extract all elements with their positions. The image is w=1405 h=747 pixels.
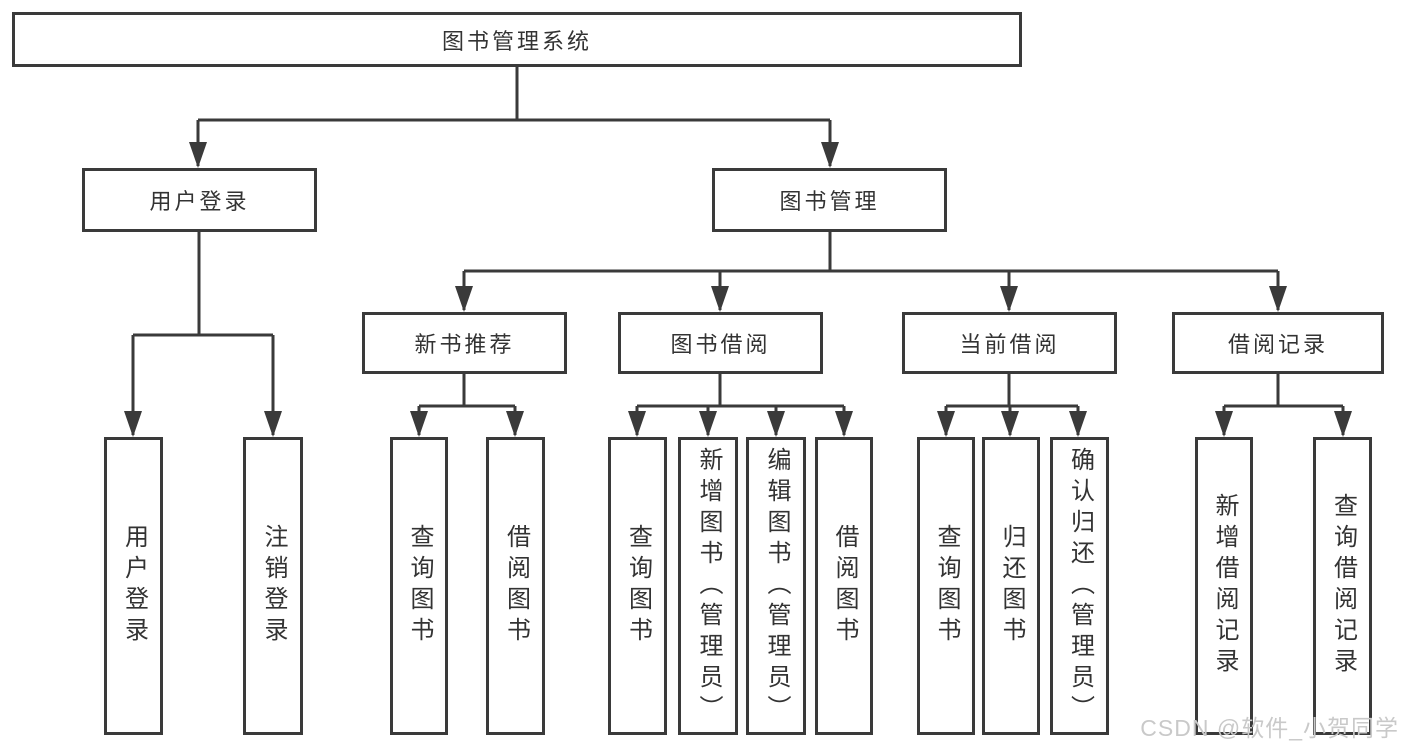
leaf-borrow-books-recommend: 借阅图书 [486, 437, 545, 735]
node-current-borrowing-label: 当前借阅 [959, 332, 1060, 357]
arrow-down-icon [711, 286, 729, 312]
leaf-edit-books-admin: 编辑图书（管理员） [746, 437, 806, 735]
leaf-query-borrow-record-label: 查询借阅记录 [1329, 493, 1357, 679]
leaf-query-books-current: 查询图书 [917, 437, 975, 735]
leaf-add-books-admin: 新增图书（管理员） [678, 437, 738, 735]
arrow-down-icon [937, 411, 955, 437]
arrow-down-icon [1334, 411, 1352, 437]
arrow-down-icon [124, 411, 142, 437]
node-user-login: 用户登录 [82, 168, 317, 232]
leaf-query-books-current-label: 查询图书 [933, 524, 960, 648]
arrow-down-icon [628, 411, 646, 437]
leaf-confirm-return-admin-label: 确认归还（管理员） [1066, 446, 1094, 726]
leaf-query-borrow-record: 查询借阅记录 [1313, 437, 1372, 735]
arrow-down-icon [767, 411, 785, 437]
leaf-query-books-borrow: 查询图书 [608, 437, 667, 735]
leaf-return-books-label: 归还图书 [998, 524, 1025, 648]
arrowheads [124, 142, 1352, 437]
leaf-query-books-borrow-label: 查询图书 [624, 524, 652, 648]
leaf-edit-books-admin-label: 编辑图书（管理员） [763, 446, 790, 726]
node-root: 图书管理系统 [12, 12, 1022, 67]
node-new-book-recommend-label: 新书推荐 [414, 332, 515, 357]
arrow-down-icon [264, 411, 282, 437]
arrow-down-icon [835, 411, 853, 437]
node-borrowing-records-label: 借阅记录 [1227, 332, 1328, 357]
node-book-management: 图书管理 [712, 168, 947, 232]
leaf-user-login-label: 用户登录 [120, 524, 148, 648]
leaf-borrow-books-recommend-label: 借阅图书 [502, 524, 530, 648]
arrow-down-icon [1069, 411, 1087, 437]
arrow-down-icon [410, 411, 428, 437]
node-user-login-label: 用户登录 [149, 189, 250, 214]
leaf-logout-label: 注销登录 [260, 524, 287, 648]
leaf-add-books-admin-label: 新增图书（管理员） [695, 446, 722, 726]
leaf-logout: 注销登录 [243, 437, 303, 735]
arrow-down-icon [506, 411, 524, 437]
leaf-add-borrow-record: 新增借阅记录 [1195, 437, 1253, 735]
leaf-confirm-return-admin: 确认归还（管理员） [1050, 437, 1109, 735]
node-borrowing-records: 借阅记录 [1172, 312, 1384, 374]
leaf-borrow-books-label: 借阅图书 [831, 524, 858, 648]
node-root-label: 图书管理系统 [441, 28, 592, 54]
arrow-down-icon [1215, 411, 1233, 437]
node-current-borrowing: 当前借阅 [902, 312, 1117, 374]
node-book-borrowing-label: 图书借阅 [670, 332, 771, 357]
connector-path [131, 67, 1345, 435]
arrow-down-icon [821, 142, 839, 168]
leaf-user-login: 用户登录 [104, 437, 163, 735]
arrow-down-icon [1269, 286, 1287, 312]
leaf-borrow-books: 借阅图书 [815, 437, 873, 735]
leaf-return-books: 归还图书 [982, 437, 1040, 735]
node-book-borrowing: 图书借阅 [618, 312, 823, 374]
arrow-down-icon [189, 142, 207, 168]
node-book-management-label: 图书管理 [779, 189, 880, 214]
arrow-down-icon [1001, 411, 1019, 437]
watermark: CSDN @软件_小贺同学 [1140, 715, 1399, 741]
node-new-book-recommend: 新书推荐 [362, 312, 567, 374]
arrow-down-icon [1000, 286, 1018, 312]
leaf-query-books-recommend: 查询图书 [390, 437, 448, 735]
leaf-query-books-recommend-label: 查询图书 [406, 524, 433, 648]
arrow-down-icon [699, 411, 717, 437]
arrow-down-icon [455, 286, 473, 312]
leaf-add-borrow-record-label: 新增借阅记录 [1211, 493, 1238, 679]
